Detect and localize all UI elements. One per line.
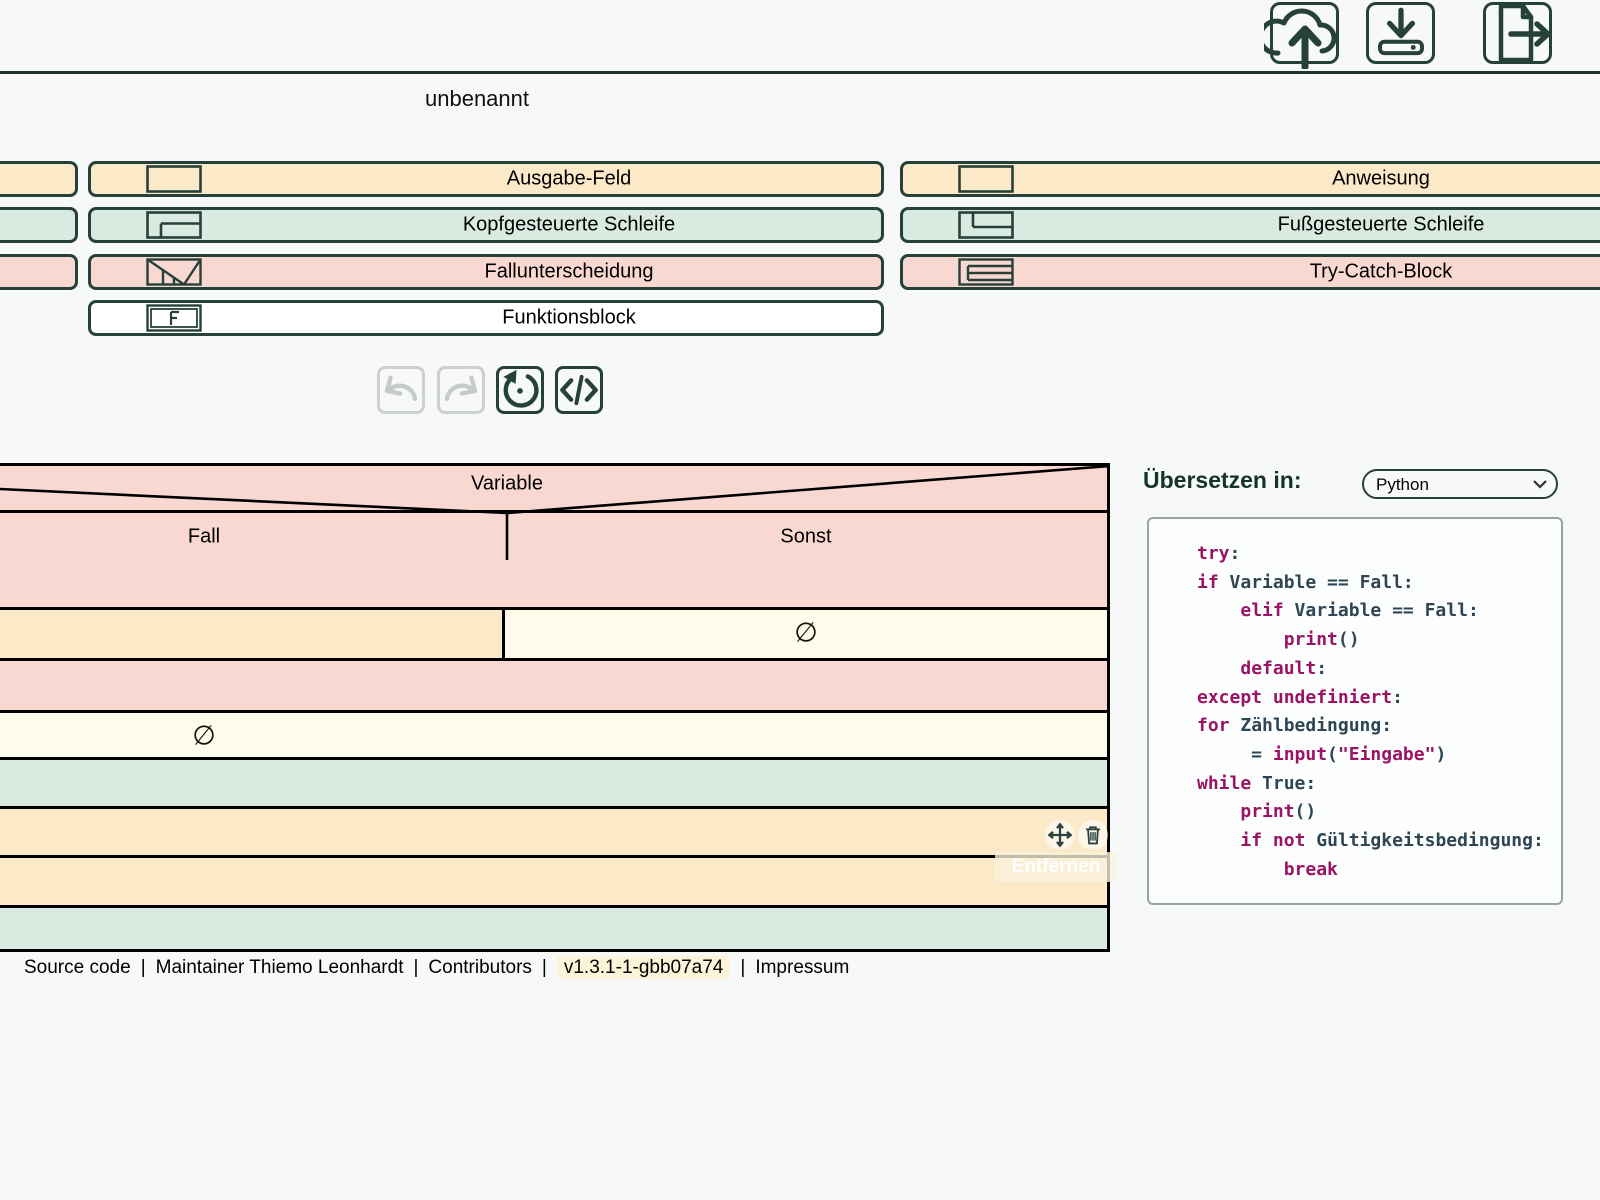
delete-node-button[interactable] (1078, 820, 1108, 850)
code-line: except undefiniert: (1197, 684, 1561, 713)
head-loop-icon (146, 211, 202, 239)
code-line: if not Gültigkeitsbedingung: (1197, 827, 1561, 856)
empty-placeholder[interactable]: ∅ (794, 618, 818, 649)
download-button[interactable] (1366, 2, 1435, 64)
palette-item-label: Fallunterscheidung (485, 261, 654, 284)
case-variable-label[interactable]: Variable (471, 473, 543, 496)
code-line: if Variable == Fall: (1197, 569, 1561, 598)
structogram-loop-band[interactable] (0, 760, 1107, 806)
case-diagonal-lines (0, 466, 1110, 560)
footer-maintainer-thiemo-leonhardt: Maintainer Thiemo Leonhardt (156, 957, 404, 978)
case-icon (146, 258, 202, 286)
output-field-icon (146, 165, 202, 193)
structogram-canvas[interactable]: Variable Fall Sonst ∅ ∅ (0, 463, 1110, 952)
palette-item-label: Fußgesteuerte Schleife (1278, 214, 1485, 237)
undo-button (377, 366, 425, 414)
redo-button (437, 366, 485, 414)
move-node-button[interactable] (1045, 820, 1075, 850)
version-badge[interactable]: v1.3.1-1-gbb07a74 (557, 956, 731, 979)
palette-item-label: Ausgabe-Feld (507, 168, 632, 191)
code-line: print() (1197, 626, 1561, 655)
footer-separator: | (740, 957, 745, 978)
footer: Source code | Maintainer Thiemo Leonhardt |… (24, 957, 849, 979)
code-view-icon (558, 369, 600, 411)
footer-source-code[interactable]: Source code (24, 957, 131, 978)
palette-item-fragment[interactable] (0, 161, 78, 197)
code-line: for Zählbedingung: (1197, 712, 1561, 741)
code-panel: try:if Variable == Fall: elif Variable =… (1147, 517, 1563, 905)
case-branch-label[interactable]: Fall (188, 526, 220, 549)
footer-contributors[interactable]: Contributors (428, 957, 532, 978)
palette-item-fragment[interactable] (0, 207, 78, 243)
code-line: try: (1197, 540, 1561, 569)
reset-icon (499, 369, 541, 411)
palette-item-label: Kopfgesteuerte Schleife (463, 214, 675, 237)
foot-loop-icon (958, 211, 1014, 239)
translate-label: Übersetzen in: (1143, 467, 1301, 494)
palette-item-label: Anweisung (1332, 168, 1430, 191)
document-title[interactable]: unbenannt (425, 86, 529, 112)
header-divider (0, 71, 1600, 74)
palette-item-label: Try-Catch-Block (1310, 261, 1453, 284)
palette-item-ausgabe-feld[interactable]: Ausgabe-Feld (88, 161, 884, 197)
function-block-icon (146, 304, 202, 332)
palette-item-label: Funktionsblock (502, 307, 635, 330)
footer-impressum[interactable]: Impressum (755, 957, 849, 978)
case-block-header[interactable]: Variable Fall Sonst (0, 513, 1107, 607)
structogram-placeholder-band[interactable] (0, 713, 1107, 757)
move-icon (1047, 822, 1073, 848)
structogram-statement-band[interactable] (0, 809, 1107, 855)
structogram-statement-band[interactable] (0, 858, 1107, 905)
code-output: try:if Variable == Fall: elif Variable =… (1149, 519, 1561, 884)
footer-separator: | (542, 957, 547, 978)
undo-icon (380, 369, 422, 411)
palette-item-fragment[interactable] (0, 254, 78, 290)
case-branch-body[interactable] (0, 610, 505, 658)
palette-item-fu-gesteuerte-schleife[interactable]: Fußgesteuerte Schleife (900, 207, 1600, 243)
footer-separator: | (141, 957, 146, 978)
case-else-label: Sonst (780, 526, 831, 549)
code-line: break (1197, 856, 1561, 885)
try-catch-icon (958, 258, 1014, 286)
palette-item-try-catch-block[interactable]: Try-Catch-Block (900, 254, 1600, 290)
file-export-button[interactable] (1483, 2, 1552, 64)
language-select-wrap: Python (1362, 469, 1558, 499)
footer-separator: | (413, 957, 418, 978)
palette-item-funktionsblock[interactable]: Funktionsblock (88, 300, 884, 336)
code-line: print() (1197, 798, 1561, 827)
redo-icon (440, 369, 482, 411)
case-body-row (0, 610, 1107, 658)
language-select[interactable]: Python (1362, 469, 1558, 499)
structogram-empty-band[interactable] (0, 661, 1107, 710)
palette-item-kopfgesteuerte-schleife[interactable]: Kopfgesteuerte Schleife (88, 207, 884, 243)
statement-icon (958, 165, 1014, 193)
reset-button[interactable] (496, 366, 544, 414)
structogram-loop-band[interactable] (0, 908, 1107, 949)
code-line: while True: (1197, 770, 1561, 799)
cloud-upload-button[interactable] (1270, 2, 1339, 64)
palette-item-anweisung[interactable]: Anweisung (900, 161, 1600, 197)
code-view-button[interactable] (555, 366, 603, 414)
code-line: elif Variable == Fall: (1197, 597, 1561, 626)
palette-item-fallunterscheidung[interactable]: Fallunterscheidung (88, 254, 884, 290)
code-line: = input("Eingabe") (1197, 741, 1561, 770)
code-line: default: (1197, 655, 1561, 684)
empty-placeholder[interactable]: ∅ (192, 721, 216, 752)
trash-icon (1081, 823, 1105, 847)
